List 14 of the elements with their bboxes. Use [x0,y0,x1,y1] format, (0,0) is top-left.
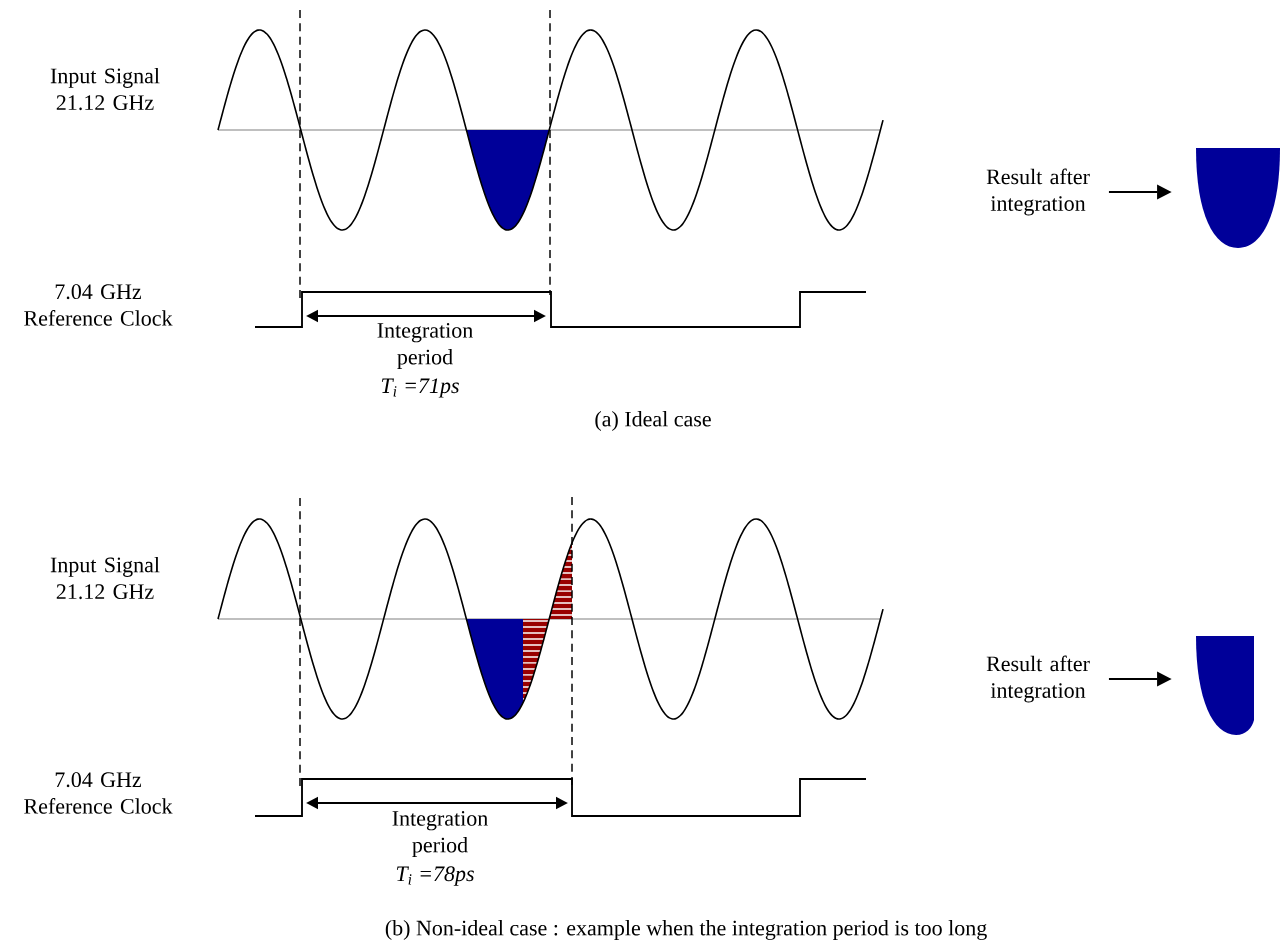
period-value: T$_{i}$ =71ps [381,378,459,398]
result-text: Result after integration [986,655,1090,703]
integration-period-label: Integration period [377,323,473,369]
caption: (b) Non-ideal case : example when the integration period is too long [385,920,987,940]
signal-label: Input Signal 21.12 GHz [50,67,160,111]
integration-period-label: Integration period [392,811,488,857]
integrated-area-drawing [1196,636,1254,735]
caption: (a) Ideal case [595,411,711,431]
clock-label: 7.04 GHz Reference Clock [24,284,173,326]
clock-label: 7.04 GHz Reference Clock [24,772,173,814]
integrated-area-drawing [1196,148,1280,248]
period-value: T$_{i}$ =78ps [396,866,474,886]
result-text: Result after integration [986,168,1090,216]
signal-label: Input Signal 21.12 GHz [50,556,160,600]
